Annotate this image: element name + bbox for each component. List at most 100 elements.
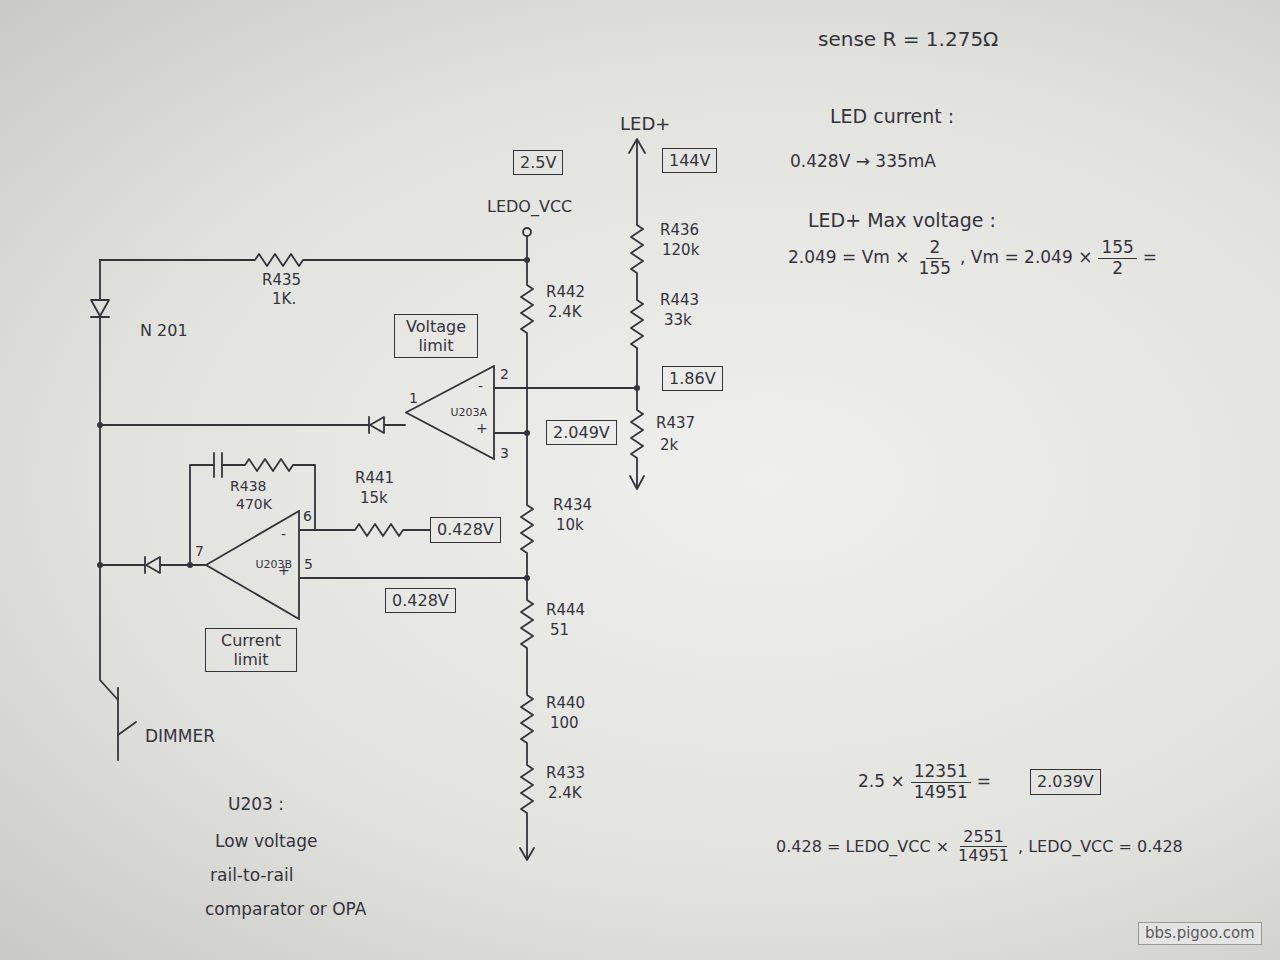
annotation-text: R441 (355, 470, 394, 487)
voltage-box: 1.86V (662, 366, 723, 391)
annotation-text: rail-to-rail (210, 866, 293, 886)
annotation-text: R435 (262, 272, 301, 289)
annotation-text: R437 (656, 415, 695, 432)
denominator: 14951 (911, 783, 971, 803)
annotation-text: 470K (236, 496, 272, 512)
equation-text: = (1143, 248, 1157, 268)
annotation-text: N 201 (140, 322, 188, 340)
annotation-text: 1 (409, 390, 418, 406)
annotation-text: LED current : (830, 106, 954, 128)
wire (190, 465, 214, 565)
box-text: 144V (669, 151, 710, 170)
numerator: 12351 (911, 762, 971, 783)
junction-dot (524, 257, 530, 263)
voltage-box: 144V (662, 148, 717, 173)
part-name: U203A (450, 406, 487, 419)
function-box: Voltage limit (394, 314, 478, 358)
junction-dot (97, 422, 103, 428)
junction-dot (524, 430, 530, 436)
annotation-text: 51 (550, 622, 569, 639)
ground-arrow (630, 476, 644, 489)
wire (160, 564, 205, 566)
equation-text: , LEDO_VCC = 0.428 (1018, 838, 1183, 856)
fraction: 1235114951 (911, 762, 971, 802)
denominator: 2 (1109, 259, 1126, 279)
box-text: 1.86V (669, 369, 716, 388)
ground-arrow (520, 848, 534, 860)
feedback-divider (631, 140, 643, 488)
voltage-box: 0.428V (430, 517, 501, 542)
equation-row: 2.049 = Vm ×2155, Vm = 2.049 ×1552= (788, 238, 1157, 278)
numerator: 2 (926, 238, 943, 259)
arrow-head (629, 139, 645, 153)
supply-terminal (523, 228, 531, 236)
wire (495, 432, 527, 434)
annotation-text: U203 : (228, 795, 284, 815)
voltage-box: 2.5V (513, 150, 563, 175)
annotation-text: 3 (500, 445, 509, 461)
fraction: 2155 (916, 238, 954, 278)
annotation-text: LED+ Max voltage : (808, 210, 996, 232)
resistor-symbol (222, 459, 315, 530)
annotation-text: R433 (546, 765, 585, 782)
transistor-emitter (118, 722, 136, 735)
equation-text: , Vm = 2.049 × (960, 248, 1092, 268)
voltage-box: 0.428V (385, 588, 456, 613)
diode-bar (100, 557, 145, 573)
transistor-base (117, 688, 119, 760)
denominator: 14951 (955, 847, 1012, 865)
box-text: Current limit (212, 631, 290, 669)
annotation-text: 120k (662, 242, 699, 259)
junction-dot (187, 562, 193, 568)
annotation-text: R436 (660, 222, 699, 239)
wire (495, 387, 637, 389)
box-text: Voltage limit (401, 317, 471, 355)
annotation-text: + (476, 420, 488, 436)
annotation-text: 2.4K (548, 304, 582, 321)
annotation-text: 2 (500, 366, 509, 382)
annotation-text: R438 (230, 478, 266, 494)
equation-row: 0.428 = LEDO_VCC × 255114951 , LEDO_VCC = … (776, 828, 1183, 866)
numerator: 155 (1098, 238, 1136, 259)
capacitor-symbol (214, 453, 222, 477)
box-text: 2.039V (1037, 772, 1094, 791)
resistor-symbol (100, 254, 527, 266)
equation-text: 0.428 = LEDO_VCC × (776, 838, 949, 856)
annotation-text: 100 (550, 715, 579, 732)
opamp-symbol (406, 366, 494, 459)
annotation-text: LED+ (620, 114, 670, 135)
box-text: 2.5V (520, 153, 556, 172)
annotation-text: comparator or OPA (205, 900, 366, 920)
annotation-text: R440 (546, 695, 585, 712)
annotation-text: 10k (556, 517, 584, 534)
annotation-text: 2.4K (548, 785, 582, 802)
annotation-text: 33k (664, 312, 692, 329)
diode-bar (369, 417, 405, 433)
fraction: 255114951 (955, 828, 1012, 866)
annotation-text: sense R = 1.275Ω (818, 28, 998, 51)
resistor-symbol (300, 524, 430, 536)
annotation-text: LEDO_VCC (487, 198, 572, 216)
annotation-text: 7 (195, 543, 204, 559)
annotation-text: R444 (546, 602, 585, 619)
diode-symbol (91, 300, 109, 316)
annotation-text: DIMMER (145, 727, 215, 747)
junction-dot (634, 385, 640, 391)
voltage-box: 2.039V (1030, 769, 1101, 794)
annotation-text: + (278, 562, 290, 578)
wire (99, 260, 101, 300)
box-text: 0.428V (437, 520, 494, 539)
numerator: 2551 (960, 828, 1007, 847)
diode-symbol (370, 417, 384, 433)
annotation-text: R434 (553, 497, 592, 514)
annotation-text: 0.428V → 335mA (790, 152, 936, 172)
annotation-text: 2k (660, 437, 678, 454)
annotation-text: - (478, 378, 483, 394)
annotation-text: 1K. (272, 291, 296, 308)
annotation-text: 5 (304, 556, 313, 572)
equation-row: 2.5 ×1235114951= (858, 762, 991, 802)
annotation-text: Low voltage (215, 832, 317, 852)
box-text: 0.428V (392, 591, 449, 610)
fraction: 1552 (1098, 238, 1136, 278)
